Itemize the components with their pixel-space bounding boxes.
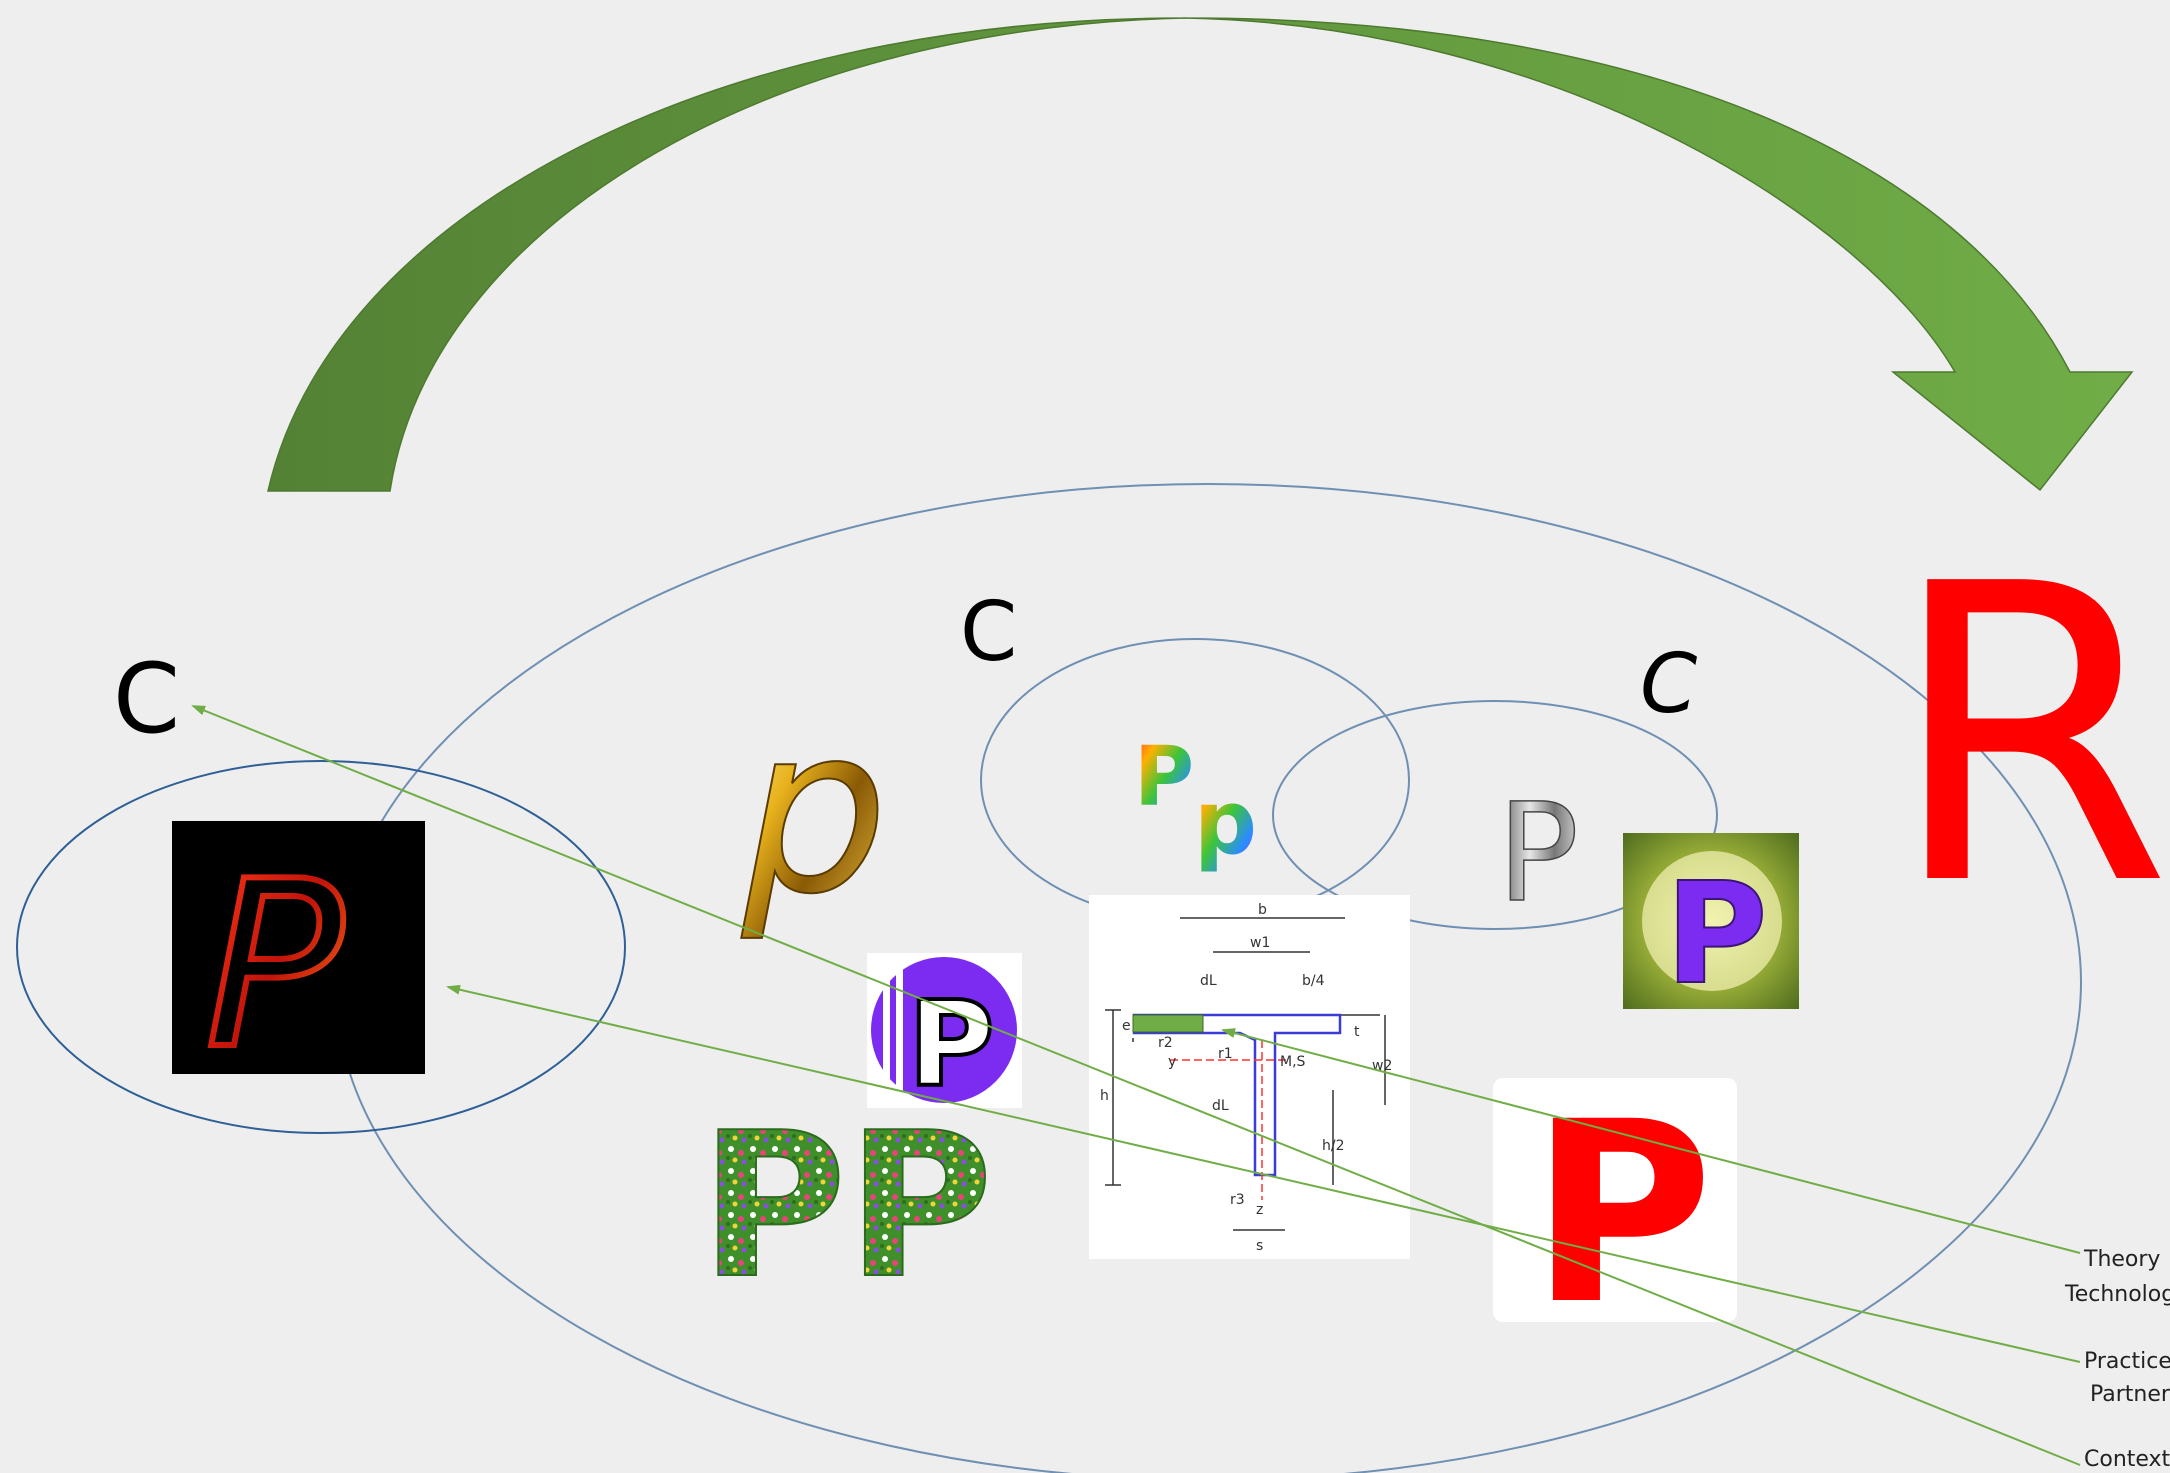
svg-text:dL: dL — [1212, 1098, 1229, 1114]
process-arrow — [267, 17, 2134, 492]
svg-text:w1: w1 — [1250, 935, 1270, 951]
svg-text:dL: dL — [1200, 973, 1217, 989]
svg-text:b/4: b/4 — [1302, 973, 1325, 989]
svg-text:Partner: Partner — [2090, 1382, 2170, 1407]
svg-text:t: t — [1354, 1024, 1360, 1040]
inner-right-ellipse — [1272, 700, 1718, 930]
rainbow-p-large: P — [1134, 730, 1194, 825]
context-right-letter: C — [1640, 637, 1697, 732]
svg-text:h/2: h/2 — [1322, 1138, 1345, 1154]
context-left-letter: C — [113, 643, 180, 755]
svg-text:r2: r2 — [1158, 1035, 1173, 1051]
svg-text:Technology: Technology — [2064, 1282, 2170, 1307]
red-p-tile: P — [1493, 1068, 1737, 1359]
flower-pp-logo: PP — [700, 1090, 993, 1323]
callout-line-practice — [446, 984, 2081, 1363]
svg-text:Context: Context — [2084, 1447, 2170, 1472]
svg-text:P: P — [1530, 1068, 1713, 1359]
svg-text:P: P — [1665, 853, 1768, 1016]
gold-script-p: p — [741, 678, 888, 945]
svg-text:P: P — [908, 975, 994, 1113]
silver-p: P — [1497, 775, 1579, 933]
callout-line-theory — [1221, 1028, 2081, 1254]
context-top-letter: C — [960, 585, 1017, 680]
svg-text:M,S: M,S — [1280, 1054, 1306, 1070]
svg-text:z: z — [1256, 1202, 1263, 1218]
svg-text:h: h — [1100, 1088, 1109, 1104]
svg-text:Practice: Practice — [2084, 1349, 2170, 1374]
rainbow-p-small: p — [1194, 771, 1257, 874]
svg-text:r3: r3 — [1230, 1192, 1245, 1208]
result-letter: R — [1887, 497, 2170, 975]
callout-line-context — [191, 705, 2081, 1466]
svg-text:Theory: Theory — [2083, 1247, 2160, 1272]
svg-text:P: P — [205, 833, 344, 1100]
svg-text:b: b — [1258, 902, 1267, 918]
svg-text:e: e — [1122, 1018, 1131, 1034]
flame-p-logo: P — [172, 821, 425, 1103]
callout-practice-label: Practice Partner — [2084, 1349, 2170, 1407]
left-ellipse — [16, 760, 626, 1134]
callout-theory-label: Theory Technology — [2064, 1247, 2170, 1307]
svg-text:y: y — [1168, 1054, 1176, 1070]
textured-p-logo: P — [1623, 833, 1799, 1017]
svg-text:s: s — [1256, 1238, 1263, 1254]
callout-context-label: Context — [2084, 1447, 2170, 1472]
svg-text:r1: r1 — [1218, 1046, 1233, 1062]
engineering-drawing: b w1 dL b/4 e r2 r1 y M,S t w2 h dL h/2 … — [1089, 895, 1410, 1259]
